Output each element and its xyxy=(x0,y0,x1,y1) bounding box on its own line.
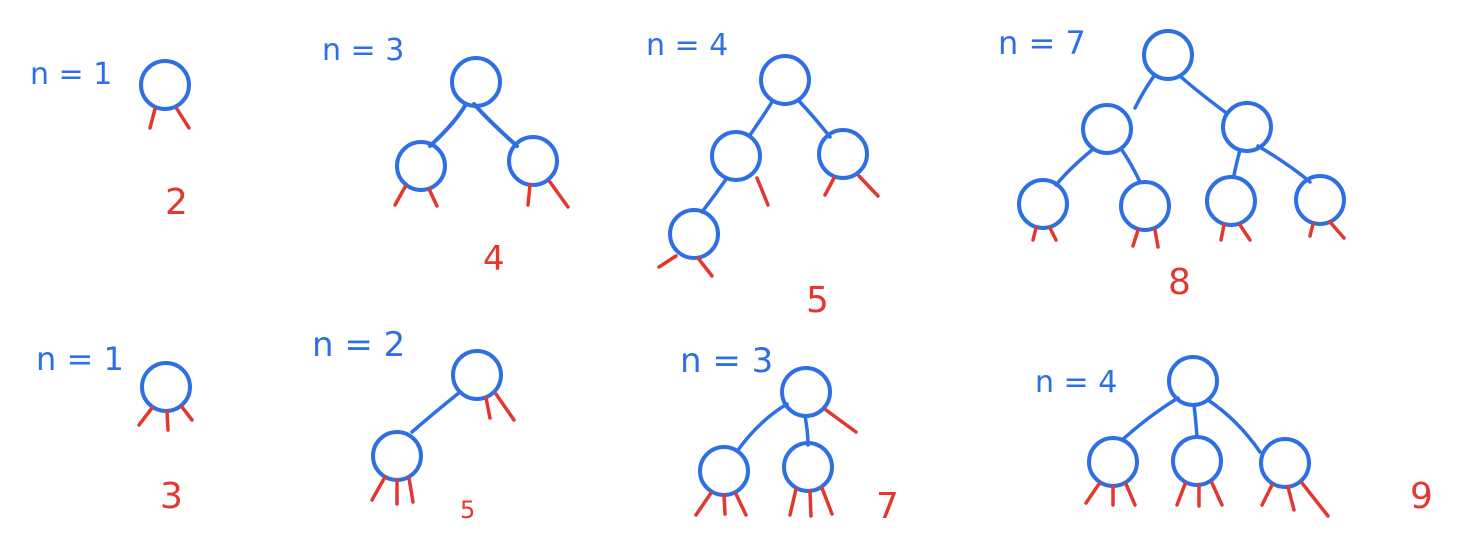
node-count-label: n = 1 xyxy=(36,340,124,378)
node-count-label: n = 1 xyxy=(30,57,112,92)
edges xyxy=(410,390,462,434)
edges xyxy=(428,102,519,148)
tree-node xyxy=(139,59,191,111)
null-links xyxy=(393,180,570,209)
tree-binary-n1: n = 1 2 xyxy=(30,57,191,223)
null-links xyxy=(1031,220,1346,249)
tree-node xyxy=(710,130,762,182)
node-count-label: n = 2 xyxy=(312,325,405,365)
tree-node xyxy=(1142,29,1194,81)
tree-node xyxy=(1205,175,1257,227)
tree-binary-n3: n = 3 4 xyxy=(322,33,570,279)
tree-node xyxy=(371,430,423,482)
null-links xyxy=(148,107,191,130)
edges xyxy=(1120,396,1262,454)
tree-node xyxy=(1171,435,1223,487)
edges xyxy=(736,402,810,452)
null-links xyxy=(694,408,858,518)
tree-node xyxy=(507,135,559,187)
node-count-label: n = 4 xyxy=(646,28,728,63)
null-link-count: 5 xyxy=(460,496,475,524)
tree-node xyxy=(759,54,811,106)
tree-node xyxy=(395,140,447,192)
node-count-label: n = 7 xyxy=(998,24,1086,62)
tree-node xyxy=(140,361,192,413)
null-links xyxy=(657,174,880,278)
null-link-count: 7 xyxy=(876,486,899,527)
tree-node xyxy=(817,128,869,180)
node-count-label: n = 3 xyxy=(322,33,404,68)
null-link-count: 4 xyxy=(483,239,505,279)
tree-node xyxy=(780,366,832,418)
tree-node xyxy=(668,208,720,260)
null-links xyxy=(1084,481,1330,518)
tree-node xyxy=(1081,103,1133,155)
tree-node xyxy=(450,56,502,108)
null-link-count: 2 xyxy=(165,182,188,223)
tree-ternary-n4: n = 4 9 xyxy=(1035,355,1433,518)
null-link-count: 8 xyxy=(1168,262,1191,303)
node-count-label: n = 4 xyxy=(1035,365,1117,400)
tree-binary-n7: n = 7 xyxy=(998,24,1346,303)
tree-node xyxy=(782,441,834,493)
tree-ternary-n1: n = 1 3 xyxy=(36,340,194,517)
null-link-count: 9 xyxy=(1410,476,1433,517)
tree-node xyxy=(1167,355,1219,407)
tree-binary-n4: n = 4 5 xyxy=(646,28,880,321)
tree-node xyxy=(451,349,503,401)
tree-ternary-n2: n = 2 5 xyxy=(312,325,516,524)
node-count-label: n = 3 xyxy=(680,341,773,381)
tree-node xyxy=(1221,101,1273,153)
tree-node xyxy=(1294,174,1346,226)
tree-node xyxy=(1087,436,1139,488)
null-link-count: 5 xyxy=(806,280,829,321)
tree-node xyxy=(1017,178,1069,230)
null-links xyxy=(137,405,194,432)
tree-ternary-n3: n = 3 7 xyxy=(680,341,899,527)
tree-node xyxy=(1119,180,1171,232)
null-link-count: 3 xyxy=(160,476,183,517)
null-links xyxy=(370,392,516,506)
tree-node xyxy=(698,445,750,497)
tree-node xyxy=(1259,437,1311,489)
